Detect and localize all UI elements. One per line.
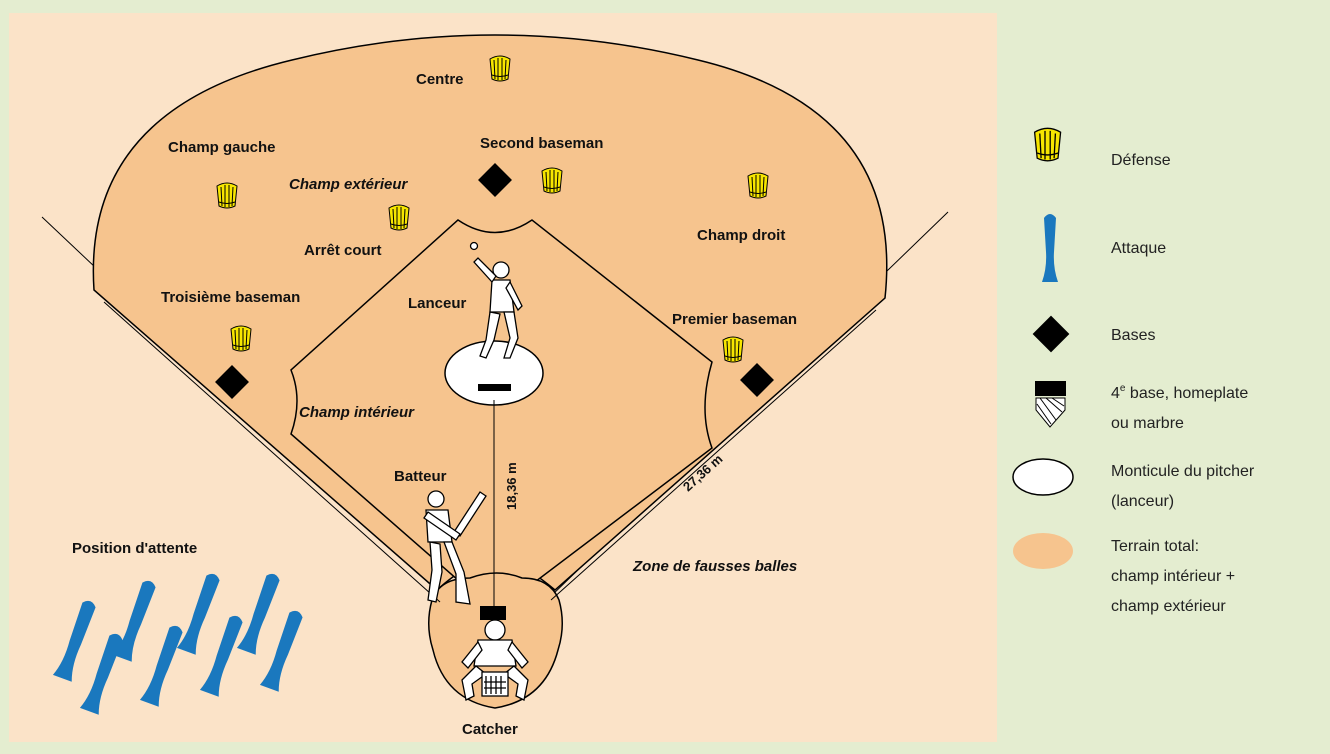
label-dim-pitch: 18,36 m [504,462,519,510]
legend-attack-icon [1042,214,1058,282]
label-lanceur: Lanceur [408,295,467,312]
legend-mound-line1: Monticule du pitcher [1111,463,1255,480]
defense-icon-left-field [217,183,237,208]
label-catcher: Catcher [462,721,518,738]
legend-attack-label: Attaque [1111,240,1166,257]
pitcher-mound [445,341,543,405]
defense-icon-first [723,337,743,362]
legend-field-line1: Terrain total: [1111,538,1199,555]
legend-field-line3: champ extérieur [1111,598,1226,615]
defense-icon-second [542,168,562,193]
home-plate [480,606,506,620]
pitcher-rubber [478,384,511,391]
label-second-baseman: Second baseman [480,135,603,152]
legend-field-line2: champ intérieur + [1111,568,1235,585]
legend-bases-label: Bases [1111,327,1155,344]
label-batteur: Batteur [394,468,447,485]
label-position-attente: Position d'attente [72,540,197,557]
legend-mound-line2: (lanceur) [1111,493,1174,510]
label-zone-fausses-balles: Zone de fausses balles [632,558,797,575]
svg-text:4e base, homeplate: 4e base, homeplate [1111,383,1248,402]
label-premier-baseman: Premier baseman [672,311,797,328]
legend-homeplate-icon [1035,381,1066,427]
legend: Défense Attaque Bases 4e base, homeplate… [1013,128,1255,615]
legend-homeplate-line2: ou marbre [1111,415,1184,432]
label-centre: Centre [416,71,464,88]
legend-homeplate-rest: base, homeplate [1125,385,1248,402]
label-champ-gauche: Champ gauche [168,139,276,156]
defense-icon-centre [490,56,510,81]
legend-field-icon [1013,533,1073,569]
label-champ-interieur: Champ intérieur [299,404,415,421]
label-champ-droit: Champ droit [697,227,785,244]
defense-icon-right-field [748,173,768,198]
defense-icon-shortstop [389,205,409,230]
defense-icon-third [231,326,251,351]
label-arret-court: Arrêt court [304,242,382,259]
legend-defense-icon [1035,128,1061,161]
legend-base-icon [1033,316,1070,353]
legend-defense-label: Défense [1111,152,1171,169]
legend-homeplate-num: 4 [1111,385,1120,402]
legend-mound-icon [1013,459,1073,495]
label-troisieme-baseman: Troisième baseman [161,289,300,306]
label-champ-exterieur: Champ extérieur [289,176,409,193]
